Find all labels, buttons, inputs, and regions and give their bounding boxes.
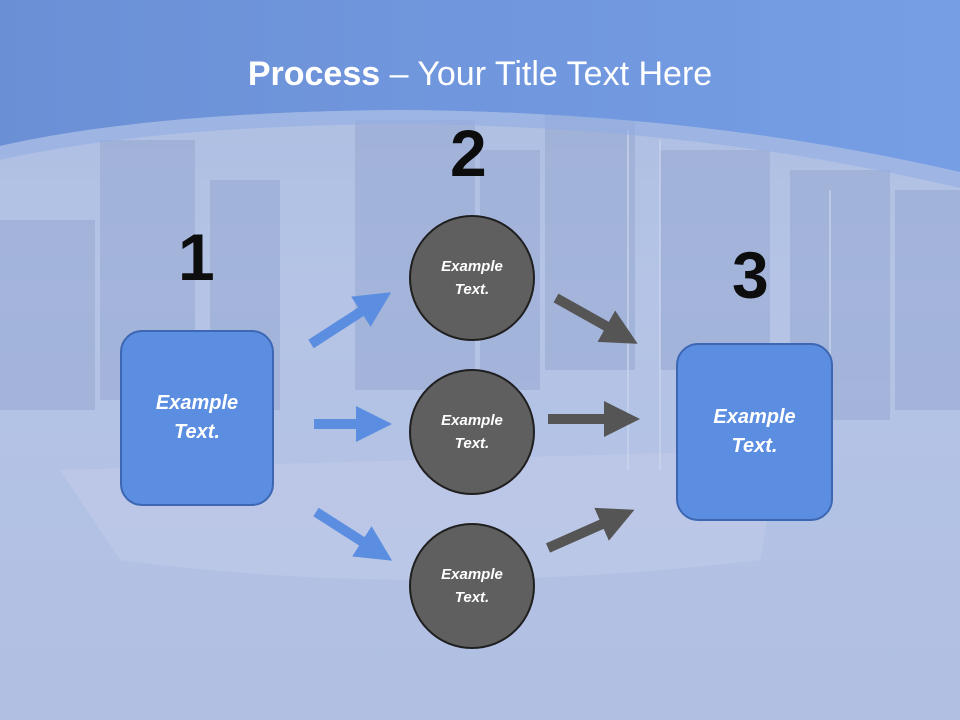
- circle-middle: Example Text.: [409, 369, 535, 495]
- title-rest: – Your Title Text Here: [380, 55, 713, 93]
- step-number-1: 1: [178, 220, 215, 294]
- slide-title: Process – Your Title Text Here: [0, 52, 960, 96]
- circle-bottom-line1: Example: [441, 566, 503, 583]
- circle-top-line2: Text.: [454, 281, 490, 298]
- arrow-top-to-3: [553, 293, 638, 344]
- step-3-line2: Text.: [731, 435, 778, 457]
- arrow-bottom-to-3: [545, 507, 635, 553]
- circle-middle-line1: Example: [441, 412, 503, 429]
- arrow-1-to-top: [308, 292, 392, 349]
- step-1-line2: Text.: [174, 421, 220, 443]
- step-3-line1: Example: [713, 406, 796, 428]
- step-number-3: 3: [732, 238, 769, 312]
- circle-top: Example Text.: [409, 215, 535, 341]
- step-number-2: 2: [450, 116, 487, 190]
- step-3-box: Example Text.: [676, 343, 833, 521]
- step-1-line1: Example: [155, 392, 239, 414]
- circle-bottom: Example Text.: [409, 523, 535, 649]
- arrow-1-to-bottom: [313, 507, 393, 561]
- circle-middle-line2: Text.: [454, 435, 490, 452]
- step-1-box: Example Text.: [120, 330, 274, 506]
- circle-bottom-line2: Text.: [454, 589, 490, 606]
- title-bold: Process: [247, 55, 381, 93]
- circle-top-line1: Example: [441, 258, 503, 275]
